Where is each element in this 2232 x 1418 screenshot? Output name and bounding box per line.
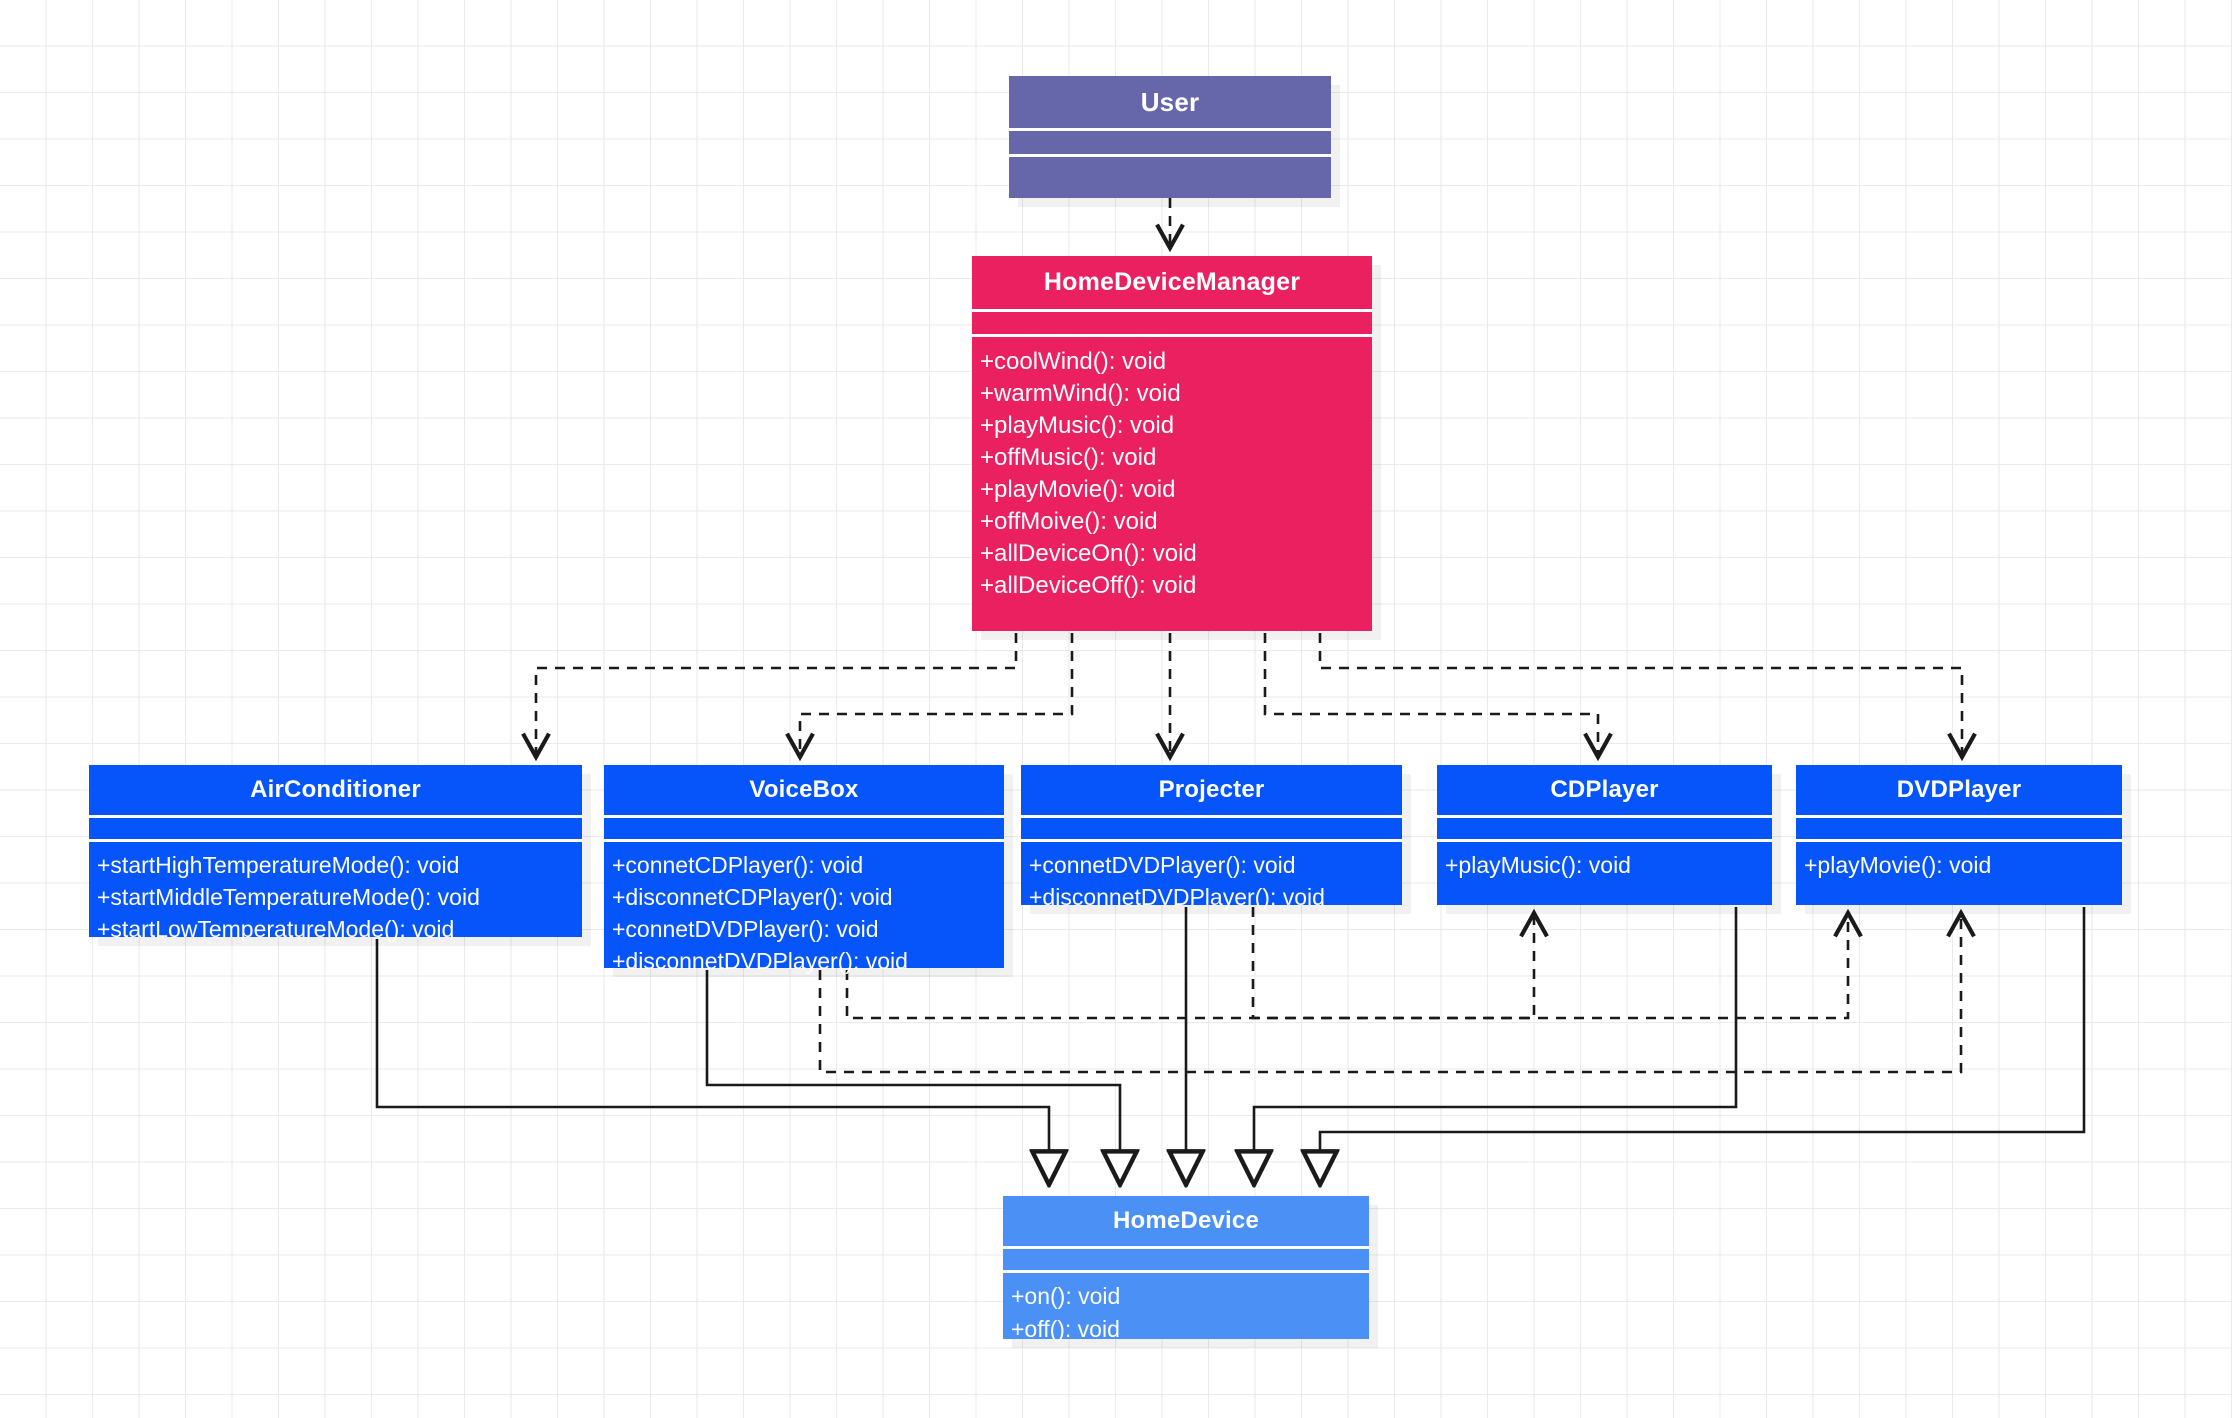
class-title-dvdplayer: DVDPlayer — [1896, 776, 2022, 803]
uml-class-homedevice[interactable]: HomeDevice +on(): void +off(): void — [1003, 1196, 1369, 1342]
operation-row: +startMiddleTemperatureMode(): void — [97, 884, 480, 910]
class-operations-user — [1009, 154, 1331, 201]
class-attributes-voicebox — [604, 815, 1004, 839]
operation-row: +playMusic(): void — [1445, 852, 1631, 878]
uml-class-projecter[interactable]: Projecter +connetDVDPlayer(): void +disc… — [1021, 765, 1402, 910]
uml-class-cdplayer[interactable]: CDPlayer +playMusic(): void — [1437, 765, 1772, 905]
class-attributes-projecter — [1021, 815, 1402, 839]
class-operations-voicebox: +connetCDPlayer(): void +disconnetCDPlay… — [604, 839, 1004, 977]
dep-manager-cdplayer — [1263, 633, 1613, 762]
operation-row: +disconnetCDPlayer(): void — [612, 884, 893, 910]
class-title-airconditioner: AirConditioner — [250, 776, 421, 803]
uml-class-user[interactable]: User — [1009, 76, 1331, 198]
class-title-voicebox: VoiceBox — [749, 776, 859, 803]
operation-row: +allDeviceOn(): void — [980, 540, 1197, 567]
class-title-user: User — [1140, 87, 1200, 117]
class-title-homedevice: HomeDevice — [1112, 1207, 1260, 1234]
operation-row: +startLowTemperatureMode(): void — [97, 916, 455, 942]
operation-row: +off(): void — [1011, 1316, 1120, 1342]
operation-row: +offMoive(): void — [980, 508, 1158, 535]
operation-row: +connetDVDPlayer(): void — [612, 916, 879, 942]
class-operations-projecter: +connetDVDPlayer(): void +disconnetDVDPl… — [1021, 839, 1402, 913]
class-operations-dvdplayer: +playMovie(): void — [1796, 839, 2122, 881]
uml-class-airconditioner[interactable]: AirConditioner +startHighTemperatureMode… — [89, 765, 582, 942]
operation-row: +connetDVDPlayer(): void — [1029, 852, 1296, 878]
operation-row: +playMusic(): void — [980, 412, 1175, 439]
class-operations-airconditioner: +startHighTemperatureMode(): void +start… — [89, 839, 582, 945]
class-title-homedevicemanager: HomeDeviceManager — [1043, 268, 1301, 296]
dep-manager-dvdplayer — [1318, 633, 1977, 762]
class-title-cdplayer: CDPlayer — [1550, 776, 1659, 803]
operation-row: +playMovie(): void — [1804, 852, 1992, 878]
real-cdplayer-homedevice — [1254, 907, 1738, 1182]
operation-row: +on(): void — [1011, 1283, 1121, 1309]
real-dvdplayer-homedevice — [1320, 907, 2086, 1182]
uml-class-voicebox[interactable]: VoiceBox +connetCDPlayer(): void +discon… — [604, 765, 1004, 974]
operation-row: +connetCDPlayer(): void — [612, 852, 864, 878]
class-attributes-user — [1009, 128, 1331, 154]
class-title-projecter: Projecter — [1158, 776, 1265, 803]
uml-class-dvdplayer[interactable]: DVDPlayer +playMovie(): void — [1796, 765, 2122, 905]
uml-class-homedevicemanager[interactable]: HomeDeviceManager +coolWind(): void +war… — [972, 256, 1372, 631]
operation-row: +coolWind(): void — [980, 348, 1167, 375]
class-attributes-homedevicemanager — [972, 309, 1372, 334]
dep-manager-voicebox — [785, 633, 1074, 762]
class-operations-homedevice: +on(): void +off(): void — [1003, 1270, 1369, 1346]
dep-projecter-dvdplayer — [1251, 907, 1863, 1020]
class-attributes-homedevice — [1003, 1246, 1369, 1270]
operation-row: +offMusic(): void — [980, 444, 1157, 471]
class-attributes-dvdplayer — [1796, 815, 2122, 839]
operation-row: +allDeviceOff(): void — [980, 572, 1197, 599]
operation-row: +warmWind(): void — [980, 380, 1181, 407]
operation-row: +startHighTemperatureMode(): void — [97, 852, 460, 878]
operation-row: +disconnetDVDPlayer(): void — [1029, 884, 1325, 910]
class-attributes-cdplayer — [1437, 815, 1772, 839]
real-voicebox-homedevice — [705, 970, 1120, 1182]
class-operations-homedevicemanager: +coolWind(): void +warmWind(): void +pla… — [972, 334, 1372, 602]
operation-row: +disconnetDVDPlayer(): void — [612, 948, 908, 974]
class-attributes-airconditioner — [89, 815, 582, 839]
operation-row: +playMovie(): void — [980, 476, 1176, 503]
dep-manager-airconditioner — [521, 633, 1018, 762]
class-operations-cdplayer: +playMusic(): void — [1437, 839, 1772, 881]
